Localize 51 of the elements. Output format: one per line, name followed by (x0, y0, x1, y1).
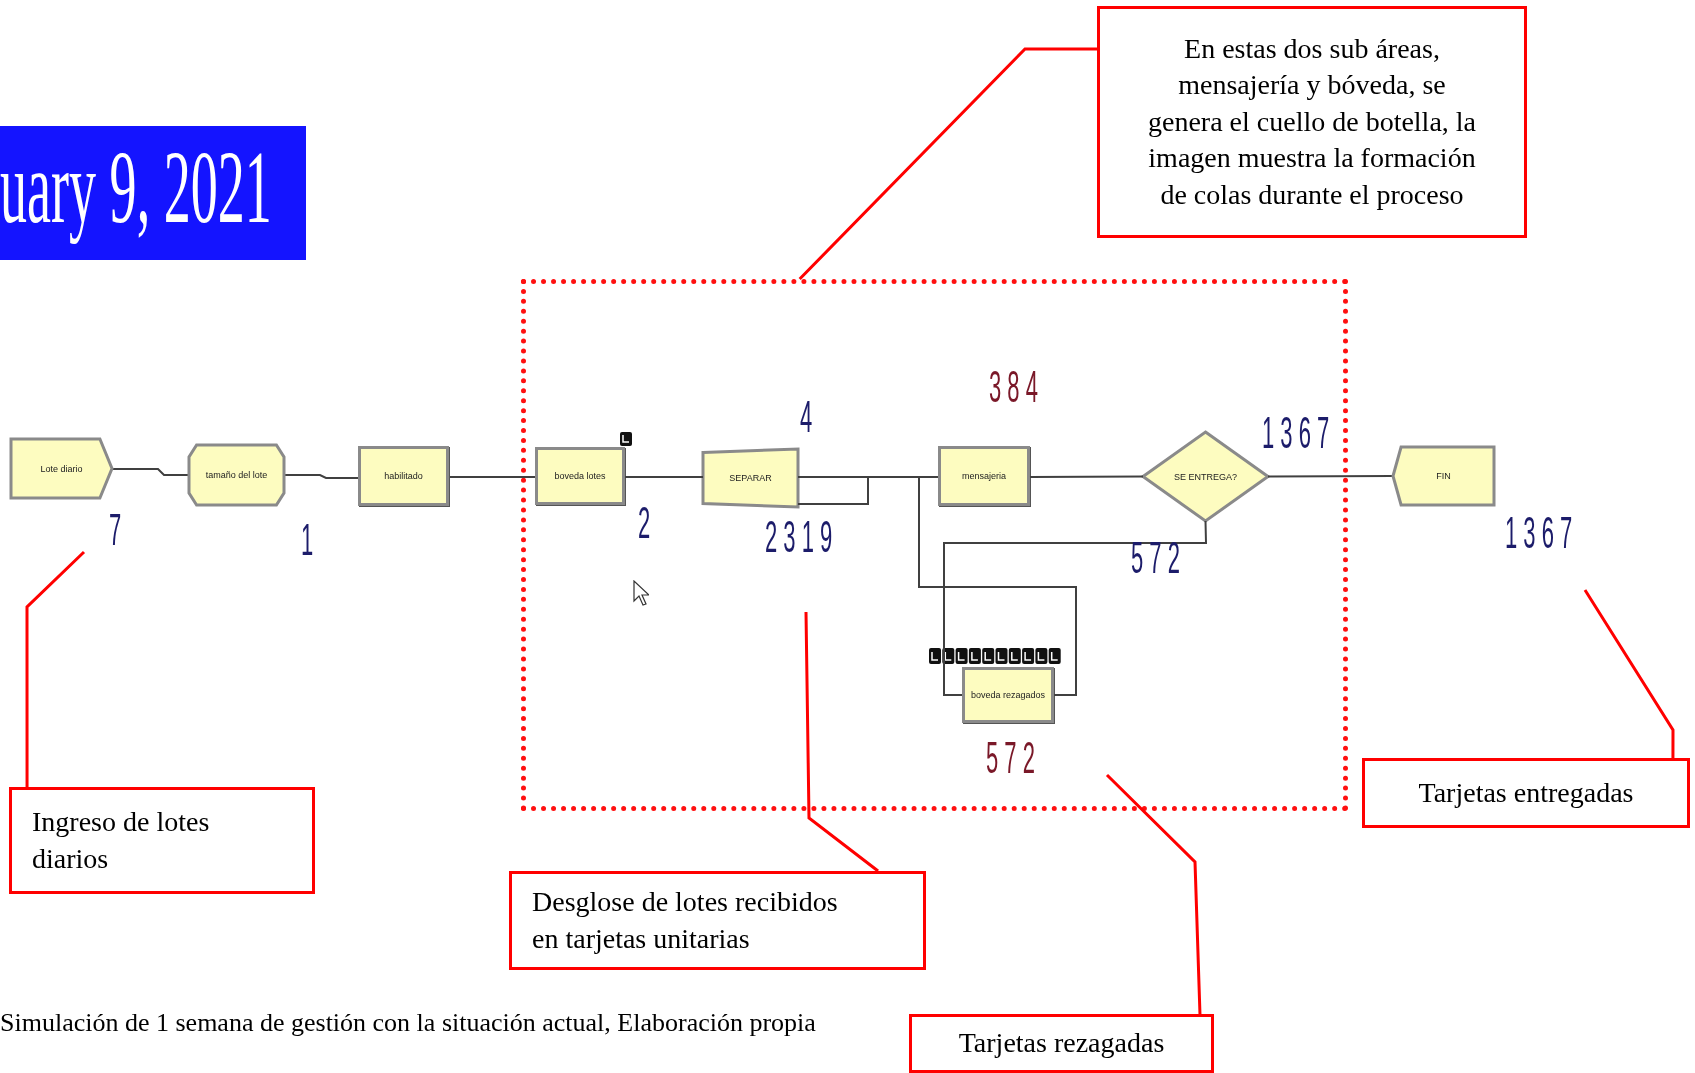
process-block (938, 446, 1030, 506)
block-label: Lote diario (40, 463, 83, 474)
block-label: habilitado (384, 471, 423, 481)
count-number: 5 7 2 (986, 733, 1035, 783)
leader-line (1583, 589, 1675, 758)
connector-line (1267, 475, 1394, 478)
leader-line (25, 550, 86, 787)
connector-line (943, 520, 1208, 696)
count-number: 4 (800, 392, 813, 442)
callout-text: Desglose de lotes recibidos en tarjetas unitarias (532, 885, 839, 956)
count-number: 2 (638, 498, 651, 548)
callout-box (9, 787, 315, 894)
callout-box (509, 871, 926, 970)
connector-line (283, 474, 359, 479)
count-number: 2 3 1 9 (765, 512, 833, 562)
block-label: tamaño del lote (205, 470, 268, 480)
leader-line (798, 47, 1097, 281)
leader-line (1105, 773, 1202, 1015)
callout-text: Tarjetas rezagadas (958, 1026, 1165, 1061)
process-block (703, 449, 798, 507)
process-block (1393, 447, 1494, 505)
connector-line (1029, 475, 1144, 478)
block-label: SE ENTREGA? (1174, 471, 1237, 482)
block-label: SEPARAR (729, 473, 772, 483)
block-label: boveda lotes (554, 471, 606, 481)
block-label: mensajeria (962, 471, 1006, 481)
count-number: 1 (301, 515, 314, 565)
block-label: boveda rezagados (970, 690, 1046, 700)
count-number: 7 (109, 505, 122, 555)
count-number: 3 8 4 (989, 362, 1038, 412)
leader-line (804, 612, 879, 873)
count-number: 1 3 6 7 (1505, 508, 1573, 558)
figure-caption: Simulación de 1 semana de gestión con la situación actual, Elaboración propia (0, 1008, 816, 1038)
callout-box (909, 1014, 1214, 1073)
banner-text: uary 9, 2021 (0, 130, 272, 245)
callout-text: Ingreso de lotes diarios (32, 805, 211, 876)
process-block (358, 446, 449, 506)
connector-line (448, 476, 536, 478)
process-block (11, 439, 112, 498)
block-label: FIN (1436, 471, 1451, 481)
connector-line (111, 468, 190, 476)
connector-line (624, 476, 704, 478)
count-number: 1 3 6 7 (1262, 408, 1330, 458)
callout-text: Tarjetas entregadas (1418, 775, 1634, 810)
dotted-region (521, 279, 1348, 811)
process-block (189, 445, 284, 505)
callout-text: En estas dos sub áreas, mensajería y bóveda, se genera el cuello de botella, la imagen muestra la formación de colas durante el proceso (1146, 32, 1478, 212)
connector-line (918, 476, 1077, 696)
callout-box (1097, 6, 1527, 238)
count-number: 5 7 2 (1131, 533, 1180, 583)
callout-box (1362, 758, 1690, 828)
